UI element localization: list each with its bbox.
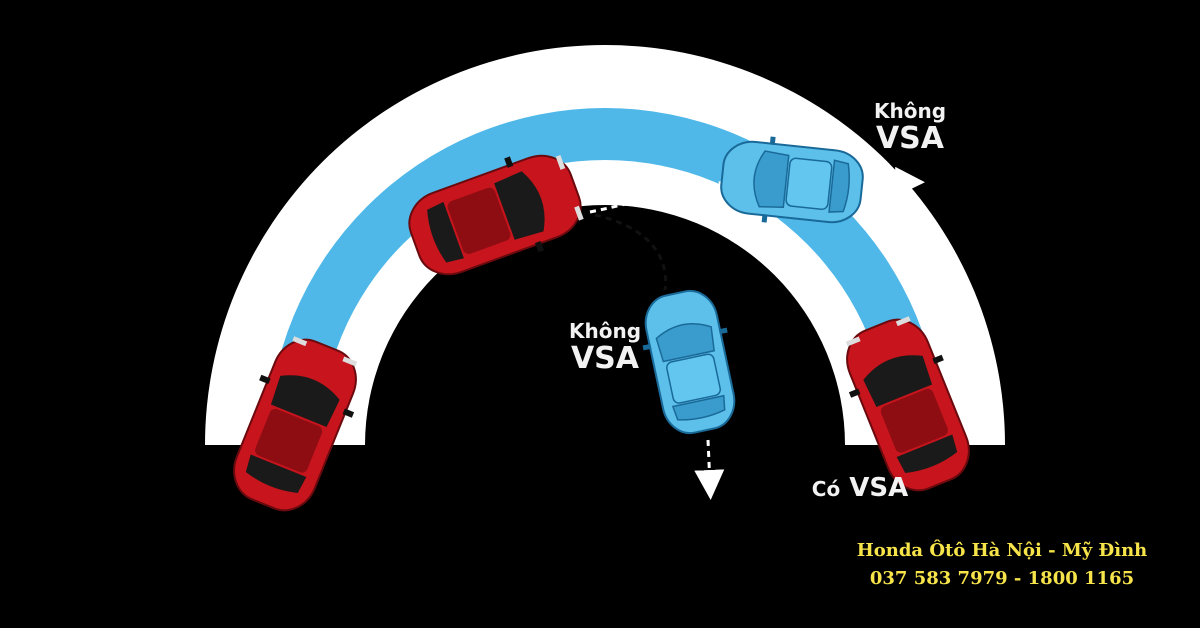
label-no-vsa-mid-line2: VSA bbox=[570, 341, 640, 376]
label-no-vsa-mid: Không VSA bbox=[545, 320, 665, 375]
label-no-vsa-top-line1: Không bbox=[873, 99, 947, 123]
brand-phone: 037 583 7979 - 1800 1165 bbox=[869, 568, 1135, 589]
road-outer bbox=[205, 45, 1005, 445]
label-with-vsa: Có VSA bbox=[790, 474, 930, 503]
label-with-vsa-suffix: VSA bbox=[849, 473, 909, 503]
label-no-vsa-mid-line1: Không bbox=[568, 319, 642, 343]
skid-path-inward bbox=[594, 213, 668, 291]
brand-name: Honda Ôtô Hà Nội - Mỹ Đình bbox=[856, 540, 1148, 561]
label-no-vsa-top-line2: VSA bbox=[875, 121, 945, 156]
label-with-vsa-prefix: Có bbox=[811, 477, 841, 501]
label-no-vsa-top: Không VSA bbox=[850, 100, 970, 155]
skid-path-down bbox=[694, 439, 725, 500]
skid-path-outward bbox=[589, 166, 925, 214]
